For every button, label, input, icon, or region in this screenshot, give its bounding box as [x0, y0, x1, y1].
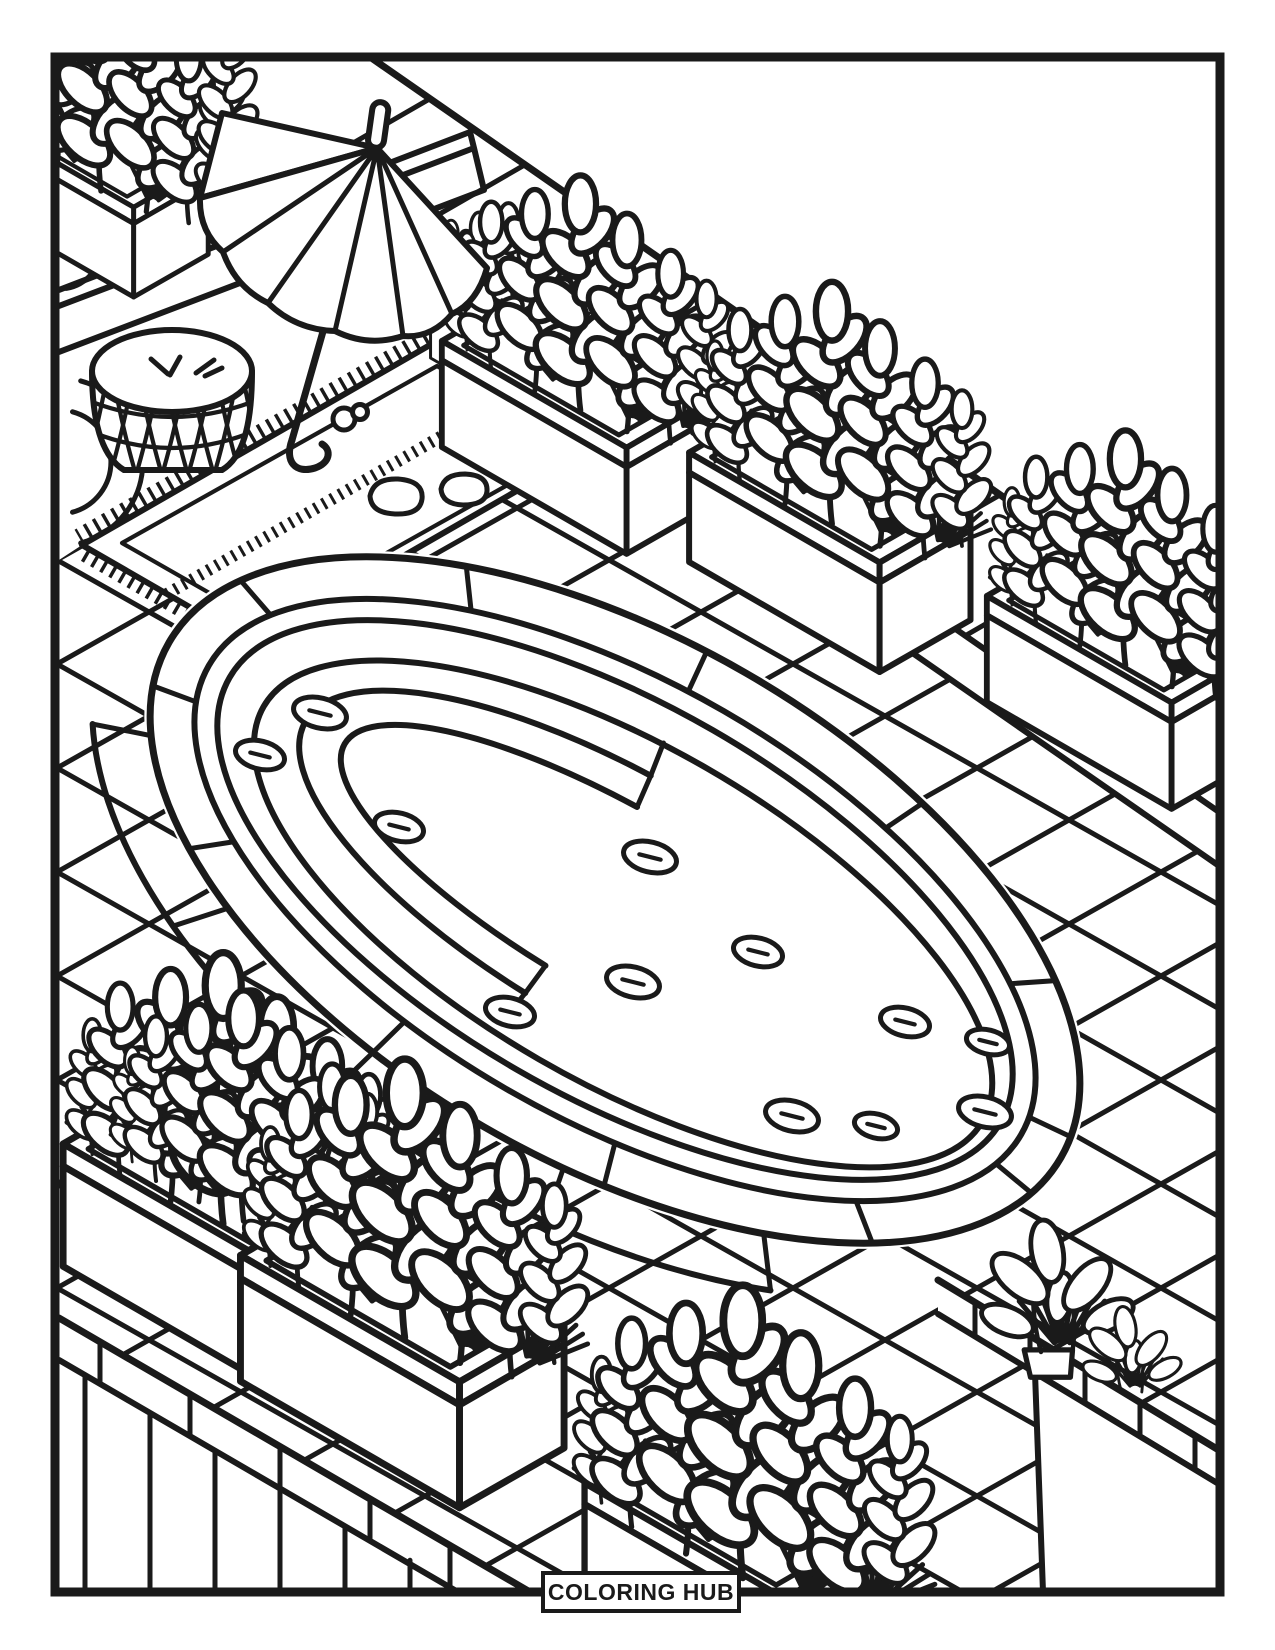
pool-floor-jets — [233, 694, 1014, 1142]
umbrella-hook-handle — [286, 436, 332, 473]
pool-coping-inner — [191, 595, 1039, 1205]
corner-pillar — [1032, 1370, 1216, 1588]
plank-deck-edge-left — [59, 1314, 531, 1588]
oval-swimming-pool — [89, 551, 1086, 1294]
pouf-stitch-marks — [148, 354, 225, 379]
umbrella-ribs — [220, 145, 455, 339]
woven-pouf-ottoman — [89, 327, 255, 473]
wall-planks — [82, 1372, 413, 1588]
footer-brand-label: COLORING HUB — [541, 1571, 741, 1613]
pool-coping-outer — [146, 553, 1084, 1247]
beach-umbrella — [196, 99, 490, 473]
umbrella-strap-knob — [350, 402, 370, 422]
corner-plant-large — [977, 1217, 1139, 1380]
coping-joint-ticks — [150, 563, 1074, 1246]
pebbles — [367, 471, 490, 517]
umbrella-finial — [365, 99, 392, 151]
